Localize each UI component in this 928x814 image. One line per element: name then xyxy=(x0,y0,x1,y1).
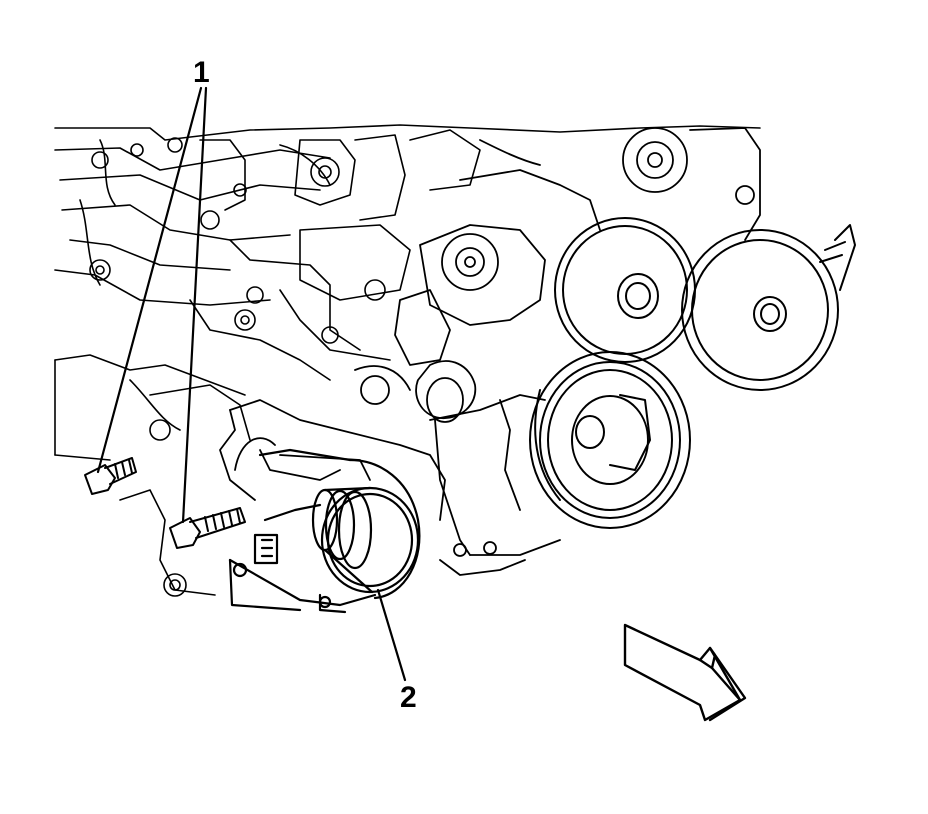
compressor-clutch-pulley xyxy=(311,486,420,594)
alternator-pulley xyxy=(681,224,856,391)
front-direction-arrow xyxy=(623,623,747,722)
idler-pulley xyxy=(622,127,761,241)
bolt-upper xyxy=(84,457,137,495)
crankshaft-balancer xyxy=(529,351,691,529)
engine-block-top xyxy=(54,124,761,381)
ac-compressor xyxy=(228,448,421,614)
front-cover xyxy=(429,394,561,576)
engine-block-side xyxy=(54,354,251,597)
callout-label-compressor: 2 xyxy=(400,681,417,714)
compressor-bracket xyxy=(219,399,446,521)
power-steering-pulley xyxy=(554,217,696,363)
leader-lines xyxy=(96,86,407,682)
leader-line-compressor xyxy=(376,588,407,682)
leader-line-bolt-lower xyxy=(181,86,208,524)
callout-label-fasteners: 1 xyxy=(193,56,210,89)
leader-line-bolt-upper xyxy=(96,86,203,474)
bolt-lower xyxy=(169,507,246,549)
water-pump-housing xyxy=(354,139,601,423)
